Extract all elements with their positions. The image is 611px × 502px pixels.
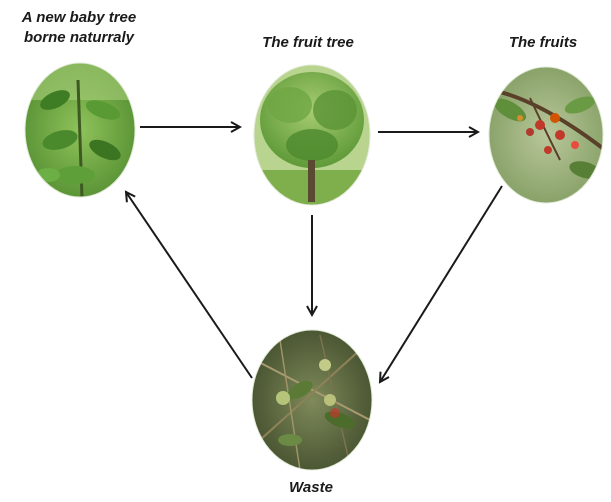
tree-photo [250,60,375,210]
fallen-fruit-litter-photo [250,328,375,473]
node-waste [250,328,375,473]
cherries-on-branch-photo [485,65,610,205]
node-baby-tree [20,60,140,200]
edge-fruits-to-waste [380,186,502,382]
young-sapling-photo [20,60,140,200]
node-fruits [485,65,610,205]
node-fruit-tree [250,60,375,210]
edge-waste-to-baby-tree [126,192,252,378]
